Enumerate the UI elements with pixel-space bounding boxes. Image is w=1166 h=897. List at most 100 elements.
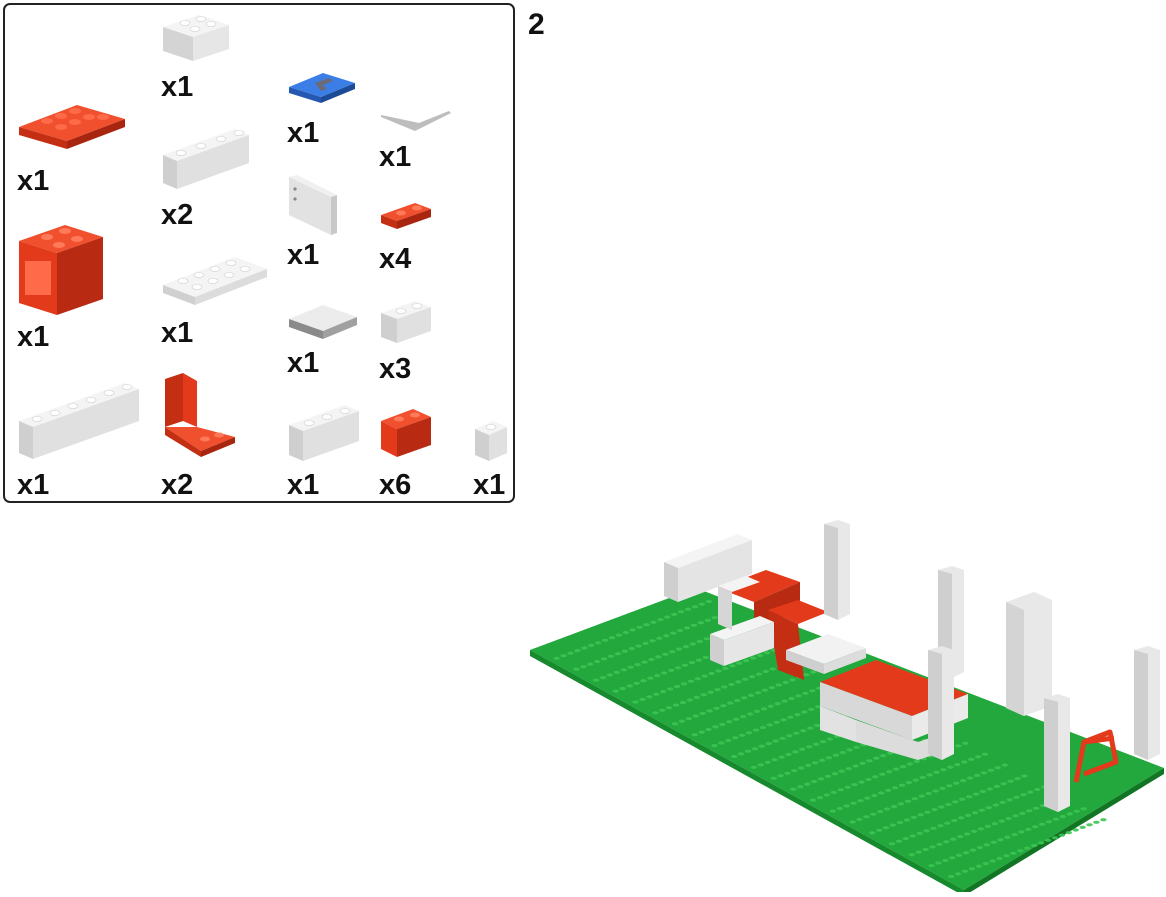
baseplate-stud	[839, 750, 846, 755]
baseplate-stud	[968, 867, 976, 871]
baseplate-stud	[632, 700, 639, 704]
baseplate-stud	[977, 827, 985, 831]
baseplate-stud	[608, 636, 616, 640]
baseplate-stud	[761, 688, 769, 692]
baseplate-stud	[1001, 763, 1008, 767]
baseplate-stud	[714, 688, 721, 692]
baseplate-stud	[904, 799, 912, 803]
baseplate-stud	[672, 703, 680, 707]
baseplate-stud	[664, 615, 671, 619]
baseplate-stud	[911, 797, 918, 801]
baseplate-stud	[770, 776, 777, 780]
baseplate-stud	[773, 720, 780, 724]
baseplate-stud	[1019, 811, 1026, 815]
baseplate-stud	[614, 652, 622, 656]
baseplate-stud	[837, 788, 844, 792]
baseplate-stud	[748, 675, 756, 679]
baseplate-stud	[601, 638, 609, 642]
baseplate-stud	[574, 649, 581, 653]
baseplate-stud	[997, 838, 1004, 842]
baseplate-stud	[670, 631, 677, 635]
baseplate-stud	[698, 730, 705, 734]
baseplate-stud	[1032, 825, 1039, 829]
baseplate-stud	[767, 704, 774, 708]
baseplate-stud	[895, 839, 903, 843]
baseplate-stud	[701, 674, 708, 678]
baseplate-stud	[863, 815, 870, 819]
baseplate-stud	[1000, 782, 1007, 786]
baseplate-stud	[1072, 828, 1079, 832]
baseplate-stud	[961, 869, 969, 873]
baseplate-stud	[1065, 831, 1072, 835]
baseplate-stud	[885, 788, 892, 792]
white-brick-1x2-icon	[381, 301, 431, 343]
baseplate-stud	[615, 633, 623, 637]
baseplate-stud	[641, 660, 648, 664]
baseplate-stud	[1059, 814, 1067, 819]
baseplate-stud	[807, 726, 814, 730]
baseplate-stud	[996, 856, 1003, 860]
baseplate-stud	[865, 777, 872, 782]
baseplate-stud	[790, 787, 797, 791]
part-quantity: x1	[287, 347, 320, 379]
baseplate-stud	[620, 668, 627, 672]
baseplate-stud	[732, 736, 739, 740]
white-brick-1x1-icon	[475, 421, 507, 461]
baseplate-stud	[964, 813, 972, 817]
baseplate-stud	[925, 791, 932, 796]
baseplate-stud	[764, 760, 771, 764]
baseplate-stud	[702, 655, 709, 660]
baseplate-stud	[712, 725, 719, 729]
baseplate-stud	[694, 677, 701, 681]
baseplate-stud	[998, 819, 1005, 823]
baseplate-stud	[866, 759, 873, 763]
baseplate-stud	[693, 695, 700, 699]
white-table	[786, 634, 866, 674]
baseplate-stud	[886, 770, 893, 774]
baseplate-stud	[660, 690, 667, 694]
baseplate-stud	[789, 678, 796, 682]
baseplate-stud	[599, 676, 607, 680]
part-quantity: x2	[161, 469, 194, 501]
parts-list-panel: x1 x1 x1	[3, 3, 515, 503]
part-quantity: x1	[161, 71, 194, 103]
baseplate-stud	[703, 637, 710, 641]
baseplate-stud	[818, 758, 826, 762]
baseplate-stud	[943, 840, 950, 844]
baseplate-stud	[832, 753, 840, 757]
baseplate-stud	[573, 667, 580, 671]
baseplate-stud	[1100, 818, 1107, 822]
baseplate-stud	[782, 680, 789, 684]
baseplate-stud	[826, 737, 834, 741]
part-quantity: x1	[17, 321, 50, 353]
baseplate-stud	[806, 745, 813, 749]
baseplate-stud	[592, 678, 600, 682]
baseplate-stud	[823, 793, 831, 797]
white-door-panel-icon	[289, 175, 337, 235]
baseplate-stud	[655, 655, 662, 659]
baseplate-stud	[692, 714, 699, 718]
baseplate-stud	[929, 845, 936, 849]
baseplate-stud	[928, 864, 935, 868]
baseplate-stud	[786, 734, 793, 738]
white-brick-2x2-icon	[163, 15, 229, 61]
baseplate-stud	[982, 862, 989, 866]
baseplate-stud	[830, 790, 837, 794]
part-quantity: x1	[473, 469, 506, 501]
baseplate-stud	[696, 639, 703, 643]
white-tile-2x2-icon	[289, 305, 357, 339]
baseplate-stud	[1027, 790, 1034, 794]
baseplate-stud	[756, 653, 764, 658]
baseplate-stud	[809, 798, 817, 802]
baseplate-stud	[1031, 843, 1038, 848]
baseplate-stud	[553, 656, 560, 660]
baseplate-stud	[684, 607, 692, 611]
baseplate-stud	[695, 658, 702, 662]
baseplate-stud	[1045, 820, 1053, 824]
baseplate-stud	[792, 750, 799, 754]
baseplate-stud	[673, 684, 681, 689]
baseplate-stud	[752, 728, 760, 732]
baseplate-stud	[968, 757, 975, 761]
white-pillars	[824, 520, 1160, 812]
baseplate-stud	[746, 712, 754, 716]
